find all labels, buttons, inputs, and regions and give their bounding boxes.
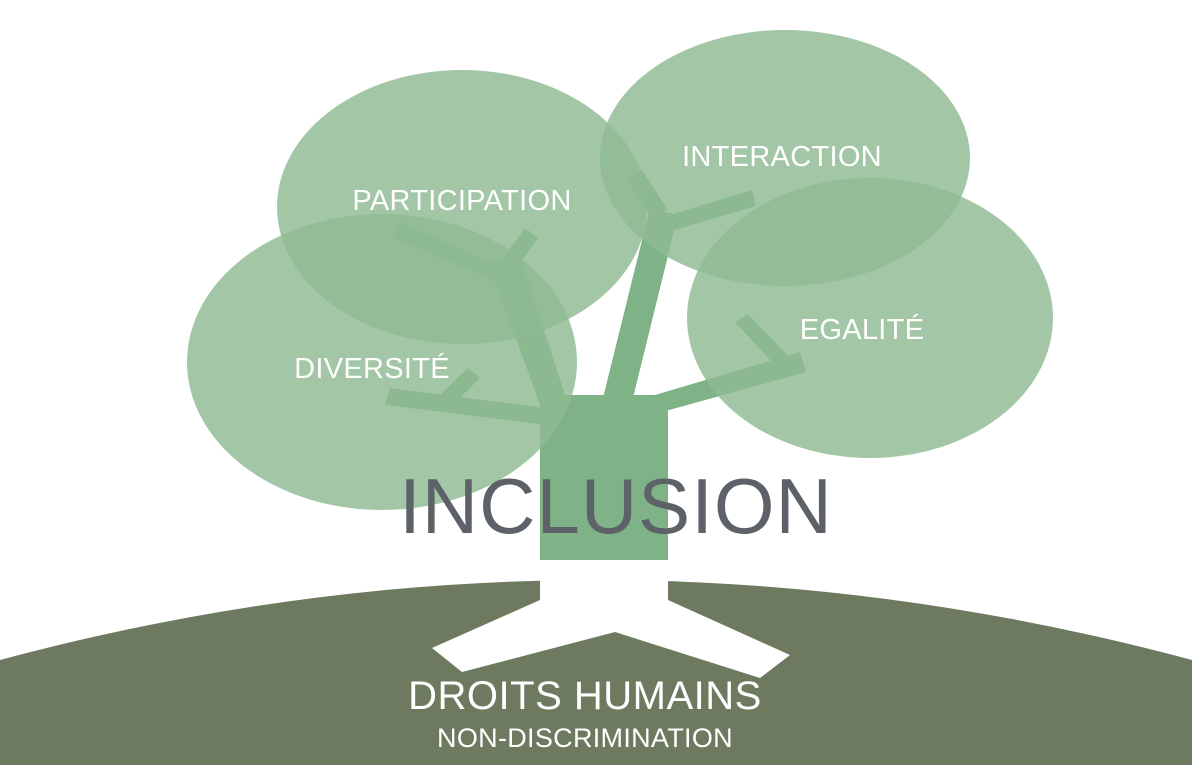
label-egalite: EGALITÉ [800, 313, 925, 346]
label-inclusion: INCLUSION [399, 462, 833, 550]
label-participation: PARTICIPATION [352, 185, 571, 217]
foliage-diversite [187, 214, 577, 510]
foliage-egalite [687, 178, 1053, 458]
label-diversite: DIVERSITÉ [294, 352, 450, 385]
tree-roots [432, 540, 790, 678]
label-droits-humains: DROITS HUMAINS [408, 674, 762, 718]
label-non-discrimination: NON-DISCRIMINATION [437, 723, 733, 753]
label-interaction: INTERACTION [682, 141, 882, 173]
tree-foliage [187, 30, 1053, 510]
ground-hill [0, 580, 1192, 765]
